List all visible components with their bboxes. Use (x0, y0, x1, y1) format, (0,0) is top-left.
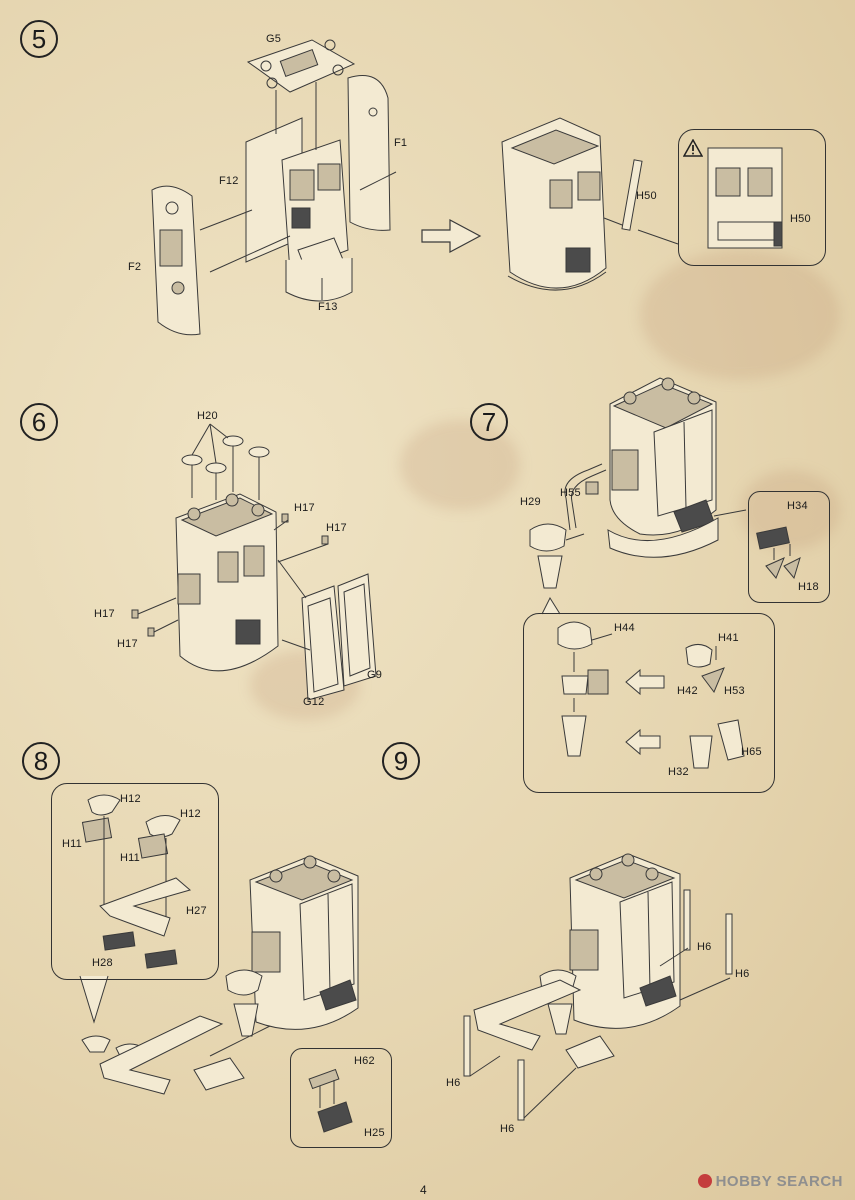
part-label-h11-left: H11 (62, 838, 82, 850)
part-label-h27: H27 (186, 905, 207, 917)
part-label-h6-bottom: H6 (500, 1123, 515, 1135)
paper-stain (640, 250, 840, 380)
paper-stain (740, 470, 840, 550)
step-number-6: 6 (20, 403, 58, 441)
part-label-h42: H42 (677, 685, 698, 697)
part-label-h41: H41 (718, 632, 739, 644)
step-number-7: 7 (470, 403, 508, 441)
watermark-text: HOBBY SEARCH (715, 1173, 843, 1190)
part-label-h6-left: H6 (446, 1077, 461, 1089)
part-label-h12-right: H12 (180, 808, 201, 820)
step-5-detail-callout (678, 129, 826, 266)
part-label-h53: H53 (724, 685, 745, 697)
part-label-h17-top: H17 (294, 502, 315, 514)
part-label-h65: H65 (741, 746, 762, 758)
part-label-h50-detail: H50 (790, 213, 811, 225)
part-label-h6-upper: H6 (697, 941, 712, 953)
step-8-footrest-callout (290, 1048, 392, 1148)
part-label-g9: G9 (367, 669, 383, 681)
warning-triangle-icon (683, 139, 703, 157)
step-number-9: 9 (382, 742, 420, 780)
step-7-detail-callout (523, 613, 775, 793)
part-label-f2: F2 (128, 261, 142, 273)
part-label-h62: H62 (354, 1055, 375, 1067)
part-label-h17-right: H17 (326, 522, 347, 534)
part-label-h12-left: H12 (120, 793, 141, 805)
part-label-h55: H55 (560, 487, 581, 499)
part-label-g12: G12 (303, 696, 325, 708)
part-label-h17-left: H17 (94, 608, 115, 620)
part-label-h34: H34 (787, 500, 808, 512)
part-label-h29: H29 (520, 496, 541, 508)
step-7-grate-callout (748, 491, 830, 603)
part-label-h44: H44 (614, 622, 635, 634)
part-label-h11-right: H11 (120, 852, 140, 864)
part-label-g5: G5 (266, 33, 282, 45)
part-label-h32: H32 (668, 766, 689, 778)
part-label-h20: H20 (197, 410, 218, 422)
page-number: 4 (420, 1183, 427, 1197)
step-number-8: 8 (22, 742, 60, 780)
watermark: HOBBY SEARCH (697, 1173, 843, 1190)
part-label-h25: H25 (364, 1127, 385, 1139)
part-label-f1: F1 (394, 137, 408, 149)
part-label-h28: H28 (92, 957, 113, 969)
part-label-f12: F12 (219, 175, 239, 187)
part-label-h6-right: H6 (735, 968, 750, 980)
part-label-h50: H50 (636, 190, 657, 202)
part-label-f13: F13 (318, 301, 338, 313)
step-8-seat-callout (51, 783, 219, 980)
part-label-h17-bottom: H17 (117, 638, 138, 650)
part-label-h18: H18 (798, 581, 819, 593)
step-number-5: 5 (20, 20, 58, 58)
hobby-search-logo-icon (697, 1174, 712, 1188)
